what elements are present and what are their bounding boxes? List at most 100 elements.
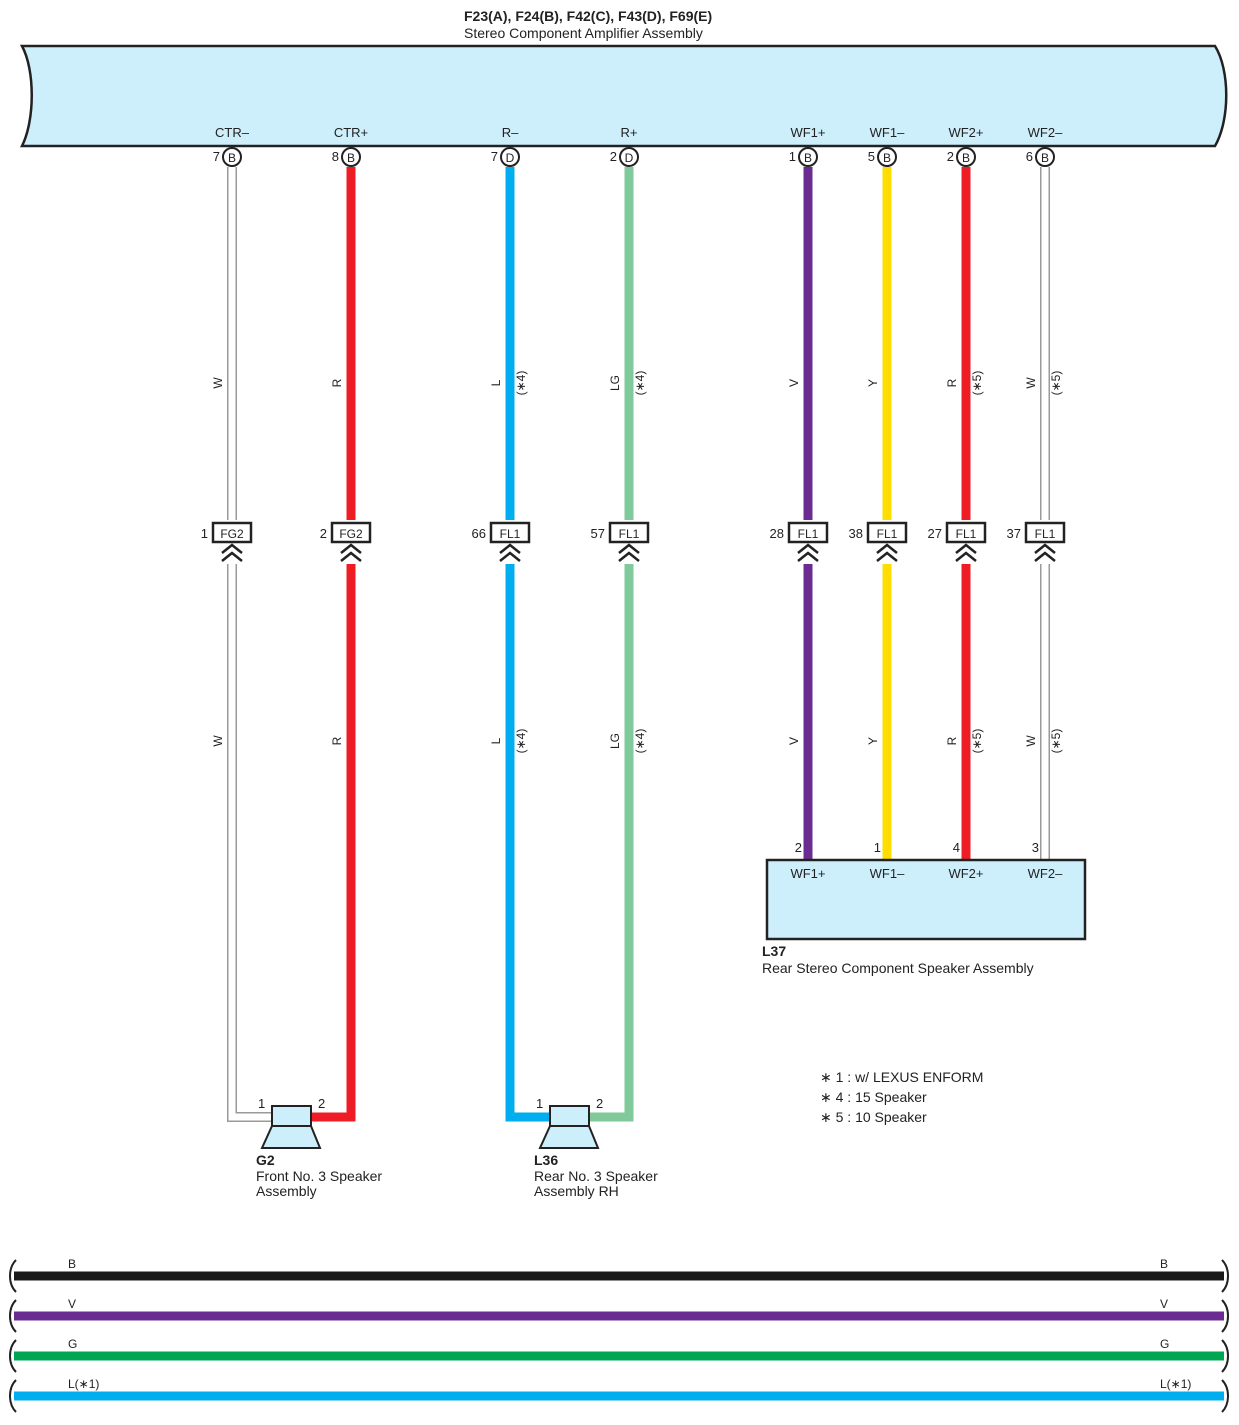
bus-3-left-break [9,1339,17,1373]
speaker-g2-code: G2 [256,1152,275,1168]
terminal-pin-7: 2 [947,149,954,164]
l37-assembly: L37 Rear Stereo Component Speaker Assemb… [762,840,1087,976]
l37-name: Rear Stereo Component Speaker Assembly [762,960,1034,976]
terminal-connector-letter-1: B [228,151,236,165]
wire-7-note-upper: (∗5) [970,371,984,396]
junction-4-box [608,521,650,544]
speaker-g2-pin2: 2 [318,1096,325,1111]
terminal-connector-letter-6: B [883,151,891,165]
terminal-connector-letter-5: B [804,151,812,165]
junction-6-chevron-a [876,543,898,554]
terminal-connector-letter-3: D [506,151,515,165]
terminal-connector-2 [341,147,361,167]
terminal-connector-5 [798,147,818,167]
junction-6-box [866,521,908,544]
wire-6-color-lower: Y [866,737,880,745]
wire-8-color-lower: W [1024,735,1038,747]
junction-2-pin: 2 [320,526,327,541]
junction-6-code: FL1 [877,527,898,541]
terminal-connector-1 [222,147,242,167]
junction-5-box [787,521,829,544]
terminal-connector-8 [1035,147,1055,167]
junction-1-code: FG2 [220,527,244,541]
wire-6-color-upper: Y [866,379,880,387]
wire-3-color-lower: L [489,737,503,744]
wire-3-note-lower: (∗4) [514,729,528,754]
terminal-label-5: WF1+ [790,125,825,140]
wire-5-color-upper: V [787,379,801,387]
wire-7-color-upper: R [945,378,959,387]
junction-2-chevron-a [340,543,362,554]
terminal-pin-1: 7 [213,149,220,164]
junction-8-chevron-a [1034,543,1056,554]
terminal-pin-4: 2 [610,149,617,164]
speaker-l36-code: L36 [534,1152,558,1168]
junction-4-pin: 57 [591,526,605,541]
terminal-connector-letter-4: D [625,151,634,165]
wire-3-lower [505,564,552,1122]
bus-1-label-right: B [1160,1257,1168,1271]
junction-1-chevron-a [221,543,243,554]
terminal-connector-letter-2: B [347,151,355,165]
terminal-connector-letter-7: B [962,151,970,165]
wire-5-color-lower: V [787,737,801,745]
junction-3-chevron-b [499,551,521,562]
wire-4-lower [587,564,634,1122]
bus-3-right-break [1221,1339,1229,1373]
wire-8-note-lower: (∗5) [1049,729,1063,754]
terminal-pin-5: 1 [789,149,796,164]
wire-1-lower [228,564,274,1121]
terminal-connector-7 [956,147,976,167]
terminal-connector-3 [500,147,520,167]
speaker-l36: 1 2 L36 Rear No. 3 Speaker Assembly RH [534,1096,658,1199]
wire-1-color-lower: W [211,735,225,747]
terminal-label-8: WF2– [1028,125,1063,140]
amplifier-box [19,44,1228,148]
wire-3-color-upper: L [489,379,503,386]
speaker-g2-magnet [271,1105,312,1127]
speaker-g2-name-line2: Assembly [256,1183,317,1199]
terminal-label-7: WF2+ [948,125,983,140]
terminal-connector-4 [619,147,639,167]
l37-box [765,858,1087,941]
junction-3-chevron-a [499,543,521,554]
terminal-pin-6: 5 [868,149,875,164]
junction-7-chevron-a [955,543,977,554]
terminal-pin-3: 7 [491,149,498,164]
terminal-label-3: R– [502,125,519,140]
wire-4-note-upper: (∗4) [633,371,647,396]
speaker-l36-pin2: 2 [596,1096,603,1111]
junction-7-box [945,521,987,544]
junction-2-chevron-b [340,551,362,562]
wire-2-color-upper: R [330,378,344,387]
junction-4-code: FL1 [619,527,640,541]
amplifier-name: Stereo Component Amplifier Assembly [464,25,703,41]
l37-pin-3: 4 [953,840,960,855]
wire-2-color-lower: R [330,736,344,745]
l37-pin-4: 3 [1032,840,1039,855]
l37-pin-label-1: WF1+ [790,866,825,881]
terminal-label-2: CTR+ [334,125,368,140]
terminal-label-4: R+ [621,125,638,140]
speaker-l36-magnet [549,1105,590,1127]
junction-4-chevron-b [618,551,640,562]
terminal-pin-8: 6 [1026,149,1033,164]
junction-3-box [489,521,531,544]
junction-8-pin: 37 [1007,526,1021,541]
junction-4-chevron-a [618,543,640,554]
junction-5-pin: 28 [770,526,784,541]
speaker-l36-name-line1: Rear No. 3 Speaker [534,1168,658,1184]
speaker-l36-name-line2: Assembly RH [534,1183,619,1199]
bus-3-label-left: G [68,1337,77,1351]
l37-pin-label-2: WF1– [870,866,905,881]
bus-1-label-left: B [68,1257,76,1271]
junction-1-pin: 1 [201,526,208,541]
note-1: ∗ 1 : w/ LEXUS ENFORM [820,1069,983,1085]
wire-1-lower-outline [227,564,274,1122]
l37-pin-label-4: WF2– [1028,866,1063,881]
wire-2-lower [309,564,356,1122]
junction-7-chevron-b [955,551,977,562]
terminal-label-6: WF1– [870,125,905,140]
